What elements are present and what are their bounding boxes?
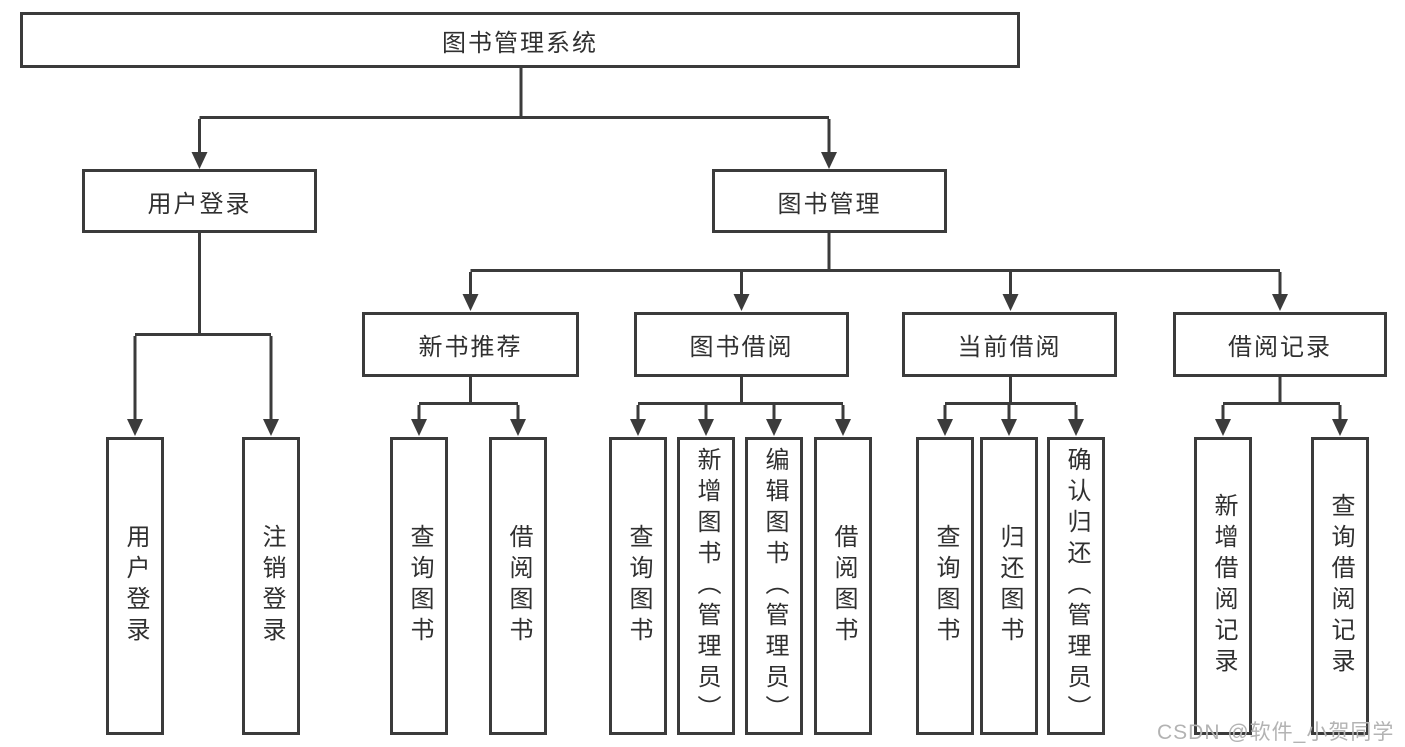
node-records-add-record: 新增借阅记录 [1194,437,1252,735]
node-current-return-books: 归还图书 [980,437,1038,735]
node-current-borrowing: 当前借阅 [902,312,1117,377]
node-label: 查询图书 [406,524,433,648]
node-user-login: 用户登录 [82,169,317,233]
arrowheads [127,152,1348,436]
node-label: 查询图书 [932,524,959,648]
watermark: CSDN @软件_小贺同学 [1157,721,1395,744]
node-label: 当前借阅 [957,334,1062,361]
node-current-confirm-return-admin: 确认归还（管理员） [1047,437,1105,735]
node-label: 图书管理 [777,190,882,218]
node-borrowing-borrow-books: 借阅图书 [814,437,872,735]
node-label: 确认归还（管理员） [1063,446,1090,726]
node-label: 图书管理系统 [442,29,598,57]
node-book-borrowing: 图书借阅 [634,312,849,377]
node-records-query-record: 查询借阅记录 [1311,437,1369,735]
node-newbook-borrow-books: 借阅图书 [489,437,547,735]
node-borrowing-query-books: 查询图书 [609,437,667,735]
node-label: 借阅图书 [830,524,857,648]
node-label: 新增借阅记录 [1210,493,1237,679]
node-new-book-recommend: 新书推荐 [362,312,579,377]
node-borrowing-add-books-admin: 新增图书（管理员） [677,437,735,735]
node-borrowing-edit-books-admin: 编辑图书（管理员） [745,437,803,735]
node-user-login-action: 用户登录 [106,437,164,735]
node-current-query-books: 查询图书 [916,437,974,735]
node-borrowing-records: 借阅记录 [1173,312,1387,377]
node-label: 注销登录 [258,524,285,648]
node-label: 图书借阅 [689,334,794,361]
node-book-management: 图书管理 [712,169,947,233]
node-label: 新书推荐 [418,334,523,361]
node-label: 借阅记录 [1228,334,1332,361]
node-label: 借阅图书 [505,524,532,648]
node-label: 归还图书 [996,524,1023,648]
node-label: 编辑图书（管理员） [761,446,788,726]
node-logout-action: 注销登录 [242,437,300,735]
node-library-management-system: 图书管理系统 [20,12,1020,68]
node-label: 用户登录 [147,190,252,218]
node-newbook-query-books: 查询图书 [390,437,448,735]
node-label: 新增图书（管理员） [693,446,720,726]
node-label: 查询图书 [625,524,652,648]
node-label: 用户登录 [122,524,149,648]
node-label: 查询借阅记录 [1327,493,1354,679]
